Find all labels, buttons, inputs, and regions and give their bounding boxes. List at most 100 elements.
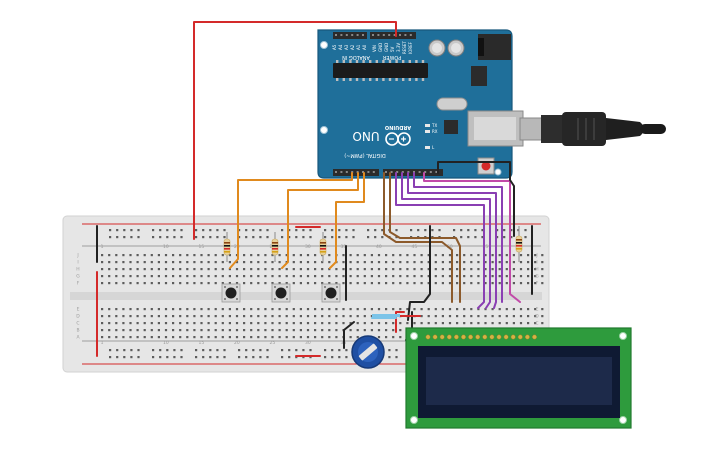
breadboard-hole xyxy=(179,329,182,332)
breadboard-hole xyxy=(356,275,359,278)
chip-pin xyxy=(408,60,411,63)
digital-pwm-label: DIGITAL (PWM~) xyxy=(344,152,386,158)
breadboard-hole xyxy=(328,322,331,325)
chip-pin xyxy=(415,78,418,81)
wire-lcd-en xyxy=(389,172,461,303)
analog-header xyxy=(333,32,367,39)
lcd-16x2-module[interactable] xyxy=(405,327,632,429)
breadboard-hole xyxy=(264,336,267,339)
rail-hole xyxy=(395,349,398,352)
breadboard-hole xyxy=(221,268,224,271)
breadboard-hole xyxy=(441,315,444,318)
breadboard-hole xyxy=(193,261,196,264)
breadboard-hole xyxy=(470,268,473,271)
wire-5v xyxy=(193,21,397,240)
breadboard-hole xyxy=(228,282,231,285)
breadboard-hole xyxy=(143,322,146,325)
rail-hole xyxy=(159,356,162,359)
breadboard-hole xyxy=(228,322,231,325)
breadboard-hole xyxy=(527,282,530,285)
breadboard-hole xyxy=(349,254,352,257)
breadboard-hole xyxy=(214,275,217,278)
rail-hole xyxy=(209,236,212,239)
breadboard-hole xyxy=(427,308,430,311)
potentiometer[interactable] xyxy=(351,335,385,369)
pushbutton[interactable] xyxy=(271,283,291,303)
breadboard-hole xyxy=(541,322,544,325)
row-letter: H xyxy=(76,267,79,273)
rail-hole xyxy=(381,236,384,239)
breadboard-hole xyxy=(228,268,231,271)
breadboard-hole xyxy=(143,282,146,285)
breadboard-hole xyxy=(143,329,146,332)
breadboard-hole xyxy=(328,315,331,318)
rail-hole xyxy=(295,349,298,352)
breadboard-hole xyxy=(150,315,153,318)
breadboard-hole xyxy=(228,336,231,339)
rail-hole xyxy=(438,229,441,232)
breadboard-hole xyxy=(278,282,281,285)
breadboard-hole xyxy=(136,254,139,257)
breadboard-hole xyxy=(427,254,430,257)
breadboard-hole xyxy=(271,275,274,278)
header-pin xyxy=(401,171,404,173)
breadboard-hole xyxy=(257,275,260,278)
breadboard-hole xyxy=(257,315,260,318)
rail-hole xyxy=(180,349,183,352)
breadboard-hole xyxy=(491,282,494,285)
row-letter: A xyxy=(76,335,80,341)
breadboard-hole xyxy=(505,268,508,271)
resistor xyxy=(319,232,327,262)
breadboard-hole xyxy=(243,282,246,285)
row-letter: I xyxy=(536,260,537,266)
breadboard-hole xyxy=(299,254,302,257)
rail-hole xyxy=(152,356,155,359)
breadboard-hole xyxy=(257,336,260,339)
breadboard-hole xyxy=(285,282,288,285)
arduino-uno-board[interactable]: ANALOG IN POWER A5 A4 A3 A2 A1 A0 VIN GN… xyxy=(317,29,524,179)
rail-hole xyxy=(481,236,484,239)
rail-hole xyxy=(410,229,413,232)
breadboard-hole xyxy=(264,308,267,311)
breadboard-hole xyxy=(221,282,224,285)
breadboard-hole xyxy=(157,336,160,339)
atmega-chip xyxy=(333,63,428,78)
breadboard-hole xyxy=(321,268,324,271)
breadboard-hole xyxy=(314,282,317,285)
header-pin xyxy=(396,171,399,173)
breadboard-hole xyxy=(150,322,153,325)
rail-hole xyxy=(180,356,183,359)
power-label: POWER xyxy=(382,54,401,60)
breadboard-hole xyxy=(335,308,338,311)
breadboard-hole xyxy=(264,268,267,271)
wire-button-3 xyxy=(329,172,365,269)
breadboard-hole xyxy=(399,308,402,311)
lcd-pin xyxy=(489,334,495,340)
breadboard-hole xyxy=(392,275,395,278)
breadboard-hole xyxy=(527,275,530,278)
breadboard-hole xyxy=(321,275,324,278)
breadboard-hole xyxy=(321,261,324,264)
breadboard-hole xyxy=(314,329,317,332)
breadboard-hole xyxy=(505,322,508,325)
rail-hole xyxy=(223,349,226,352)
breadboard-hole xyxy=(527,315,530,318)
rail-hole xyxy=(352,236,355,239)
breadboard-hole xyxy=(363,268,366,271)
rail-hole xyxy=(223,236,226,239)
breadboard-hole xyxy=(250,336,253,339)
row-letter: E xyxy=(77,307,80,313)
breadboard-hole xyxy=(505,275,508,278)
pushbutton[interactable] xyxy=(321,283,341,303)
breadboard-hole xyxy=(349,315,352,318)
potentiometer-knob-slot xyxy=(358,343,378,361)
rail-hole xyxy=(266,236,269,239)
breadboard-hole xyxy=(363,322,366,325)
pushbutton[interactable] xyxy=(221,283,241,303)
breadboard-hole xyxy=(484,315,487,318)
breadboard-hole xyxy=(101,322,104,325)
breadboard-hole xyxy=(377,322,381,325)
breadboard-hole xyxy=(321,282,324,285)
breadboard-hole xyxy=(314,315,317,318)
lcd-pin xyxy=(482,334,488,340)
